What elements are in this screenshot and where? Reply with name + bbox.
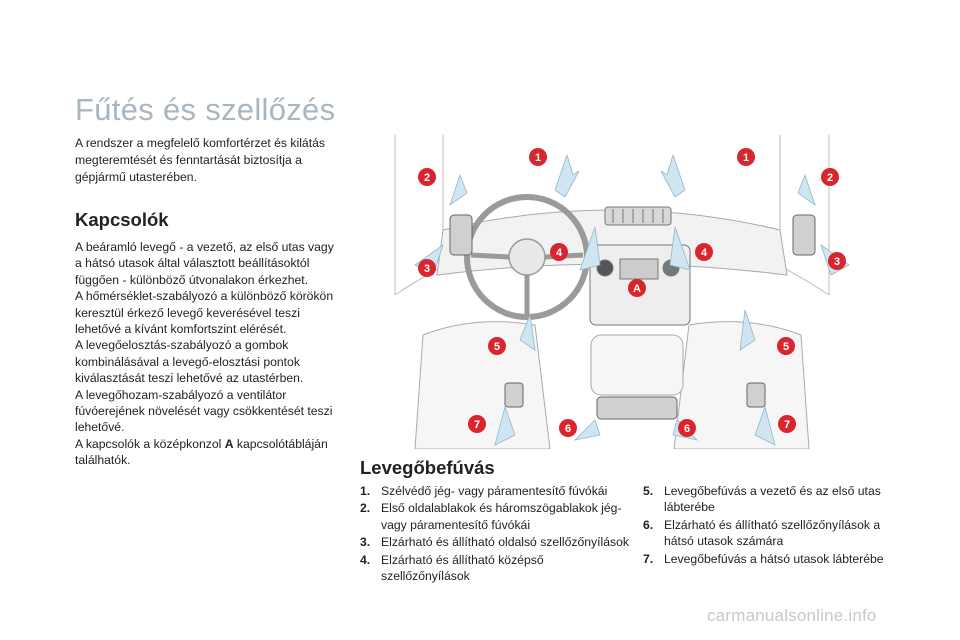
- callout-markers: 1 1 2 2 3 3 4 4 5 5 6 6 7 7 A: [418, 148, 846, 437]
- controls-p5-start: A kapcsolók a középkonzol: [75, 436, 225, 451]
- legend-text: Elzárható és állítható oldalsó szellőzőn…: [381, 535, 629, 550]
- legend-item: 4. Elzárható és állítható középső szellő…: [360, 552, 630, 585]
- legend-text: Elzárható és állítható szellőzőnyílások …: [664, 517, 881, 549]
- controls-paragraph-2: A hőmérséklet-szabályozó a különböző kör…: [75, 289, 334, 337]
- callout-3-right: 3: [828, 252, 846, 270]
- legend-item: 7. Levegőbefúvás a hátsó utasok lábteréb…: [643, 551, 893, 567]
- legend-text: Elzárható és állítható középső szellőzőn…: [381, 552, 544, 584]
- legend-item: 6. Elzárható és állítható szellőzőnyílás…: [643, 517, 893, 550]
- svg-text:6: 6: [684, 423, 690, 435]
- controls-paragraph-5: A kapcsolók a középkonzol A kapcsolótábl…: [75, 436, 341, 469]
- cabin-drawing: 1 1 2 2 3 3 4 4 5 5 6 6 7 7 A: [394, 135, 850, 449]
- controls-p5-end: kapcsolótábláján találhatók.: [75, 436, 328, 468]
- callout-7-left: 7: [468, 415, 486, 433]
- svg-text:2: 2: [424, 172, 430, 184]
- svg-text:4: 4: [556, 247, 563, 259]
- legend-num: 2.: [360, 501, 371, 516]
- svg-text:A: A: [633, 283, 641, 295]
- vents-legend-left: 1. Szélvédő jég- vagy páramentesítő fúvó…: [360, 483, 630, 585]
- svg-text:3: 3: [834, 256, 840, 268]
- legend-num: 4.: [360, 552, 371, 567]
- cabin-illustration: 1 1 2 2 3 3 4 4 5 5 6 6 7 7 A: [355, 135, 869, 449]
- callout-5-right: 5: [777, 337, 795, 355]
- legend-item: 2. Első oldalablakok és háromszögablakok…: [360, 500, 630, 533]
- callout-5-left: 5: [488, 337, 506, 355]
- callout-4-left: 4: [550, 243, 568, 261]
- legend-text: Levegőbefúvás a vezető és az első utas l…: [664, 484, 881, 515]
- legend-item: 5. Levegőbefúvás a vezető és az első uta…: [643, 483, 893, 516]
- legend-item: 1. Szélvédő jég- vagy páramentesítő fúvó…: [360, 483, 630, 499]
- legend-num: 7.: [643, 551, 654, 566]
- callout-1-left: 1: [529, 148, 547, 166]
- legend-num: 3.: [360, 535, 371, 550]
- vents-heading: Levegőbefúvás: [360, 457, 495, 478]
- controls-p5-marker: A: [224, 436, 234, 451]
- callout-2-right: 2: [821, 168, 839, 186]
- page-title: Fűtés és szellőzés: [75, 92, 336, 127]
- vents-legend-right: 5. Levegőbefúvás a vezető és az első uta…: [643, 483, 893, 568]
- callout-A: A: [628, 279, 646, 297]
- legend-num: 6.: [643, 517, 654, 532]
- svg-text:5: 5: [494, 341, 500, 353]
- intro-paragraph: A rendszer a megfelelő komfortérzet és k…: [75, 136, 325, 184]
- legend-text: Levegőbefúvás a hátsó utasok lábterébe: [664, 551, 884, 566]
- svg-text:3: 3: [424, 263, 430, 275]
- watermark: carmanualsonline.info: [707, 606, 877, 625]
- legend-text: Első oldalablakok és háromszögablakok jé…: [381, 501, 622, 532]
- controls-paragraph-4: A levegőhozam-szabályozó a ventilátor fú…: [75, 387, 333, 435]
- svg-text:5: 5: [783, 341, 789, 353]
- legend-num: 5.: [643, 484, 654, 498]
- legend-item: 3. Elzárható és állítható oldalsó szellő…: [360, 534, 630, 550]
- controls-paragraph-1: A beáramló levegő - a vezető, az első ut…: [75, 240, 334, 287]
- callout-3-left: 3: [418, 259, 436, 277]
- svg-text:4: 4: [701, 247, 708, 259]
- callout-2-left: 2: [418, 168, 436, 186]
- svg-text:6: 6: [565, 423, 571, 435]
- controls-heading: Kapcsolók: [75, 209, 169, 230]
- svg-text:2: 2: [827, 172, 833, 184]
- callout-6-left: 6: [559, 419, 577, 437]
- callout-7-right: 7: [778, 415, 796, 433]
- svg-text:7: 7: [784, 419, 790, 431]
- svg-text:7: 7: [474, 419, 480, 431]
- legend-text: Szélvédő jég- vagy páramentesítő fúvókái: [381, 484, 608, 498]
- callout-6-right: 6: [678, 419, 696, 437]
- controls-paragraph-3: A levegőelosztás-szabályozó a gombok kom…: [75, 338, 304, 386]
- svg-text:1: 1: [535, 152, 541, 164]
- callout-1-right: 1: [737, 148, 755, 166]
- left-column: A rendszer a megfelelő komfortérzet és k…: [75, 135, 341, 469]
- callout-4-right: 4: [695, 243, 713, 261]
- legend-num: 1.: [360, 484, 371, 498]
- svg-text:1: 1: [743, 152, 749, 164]
